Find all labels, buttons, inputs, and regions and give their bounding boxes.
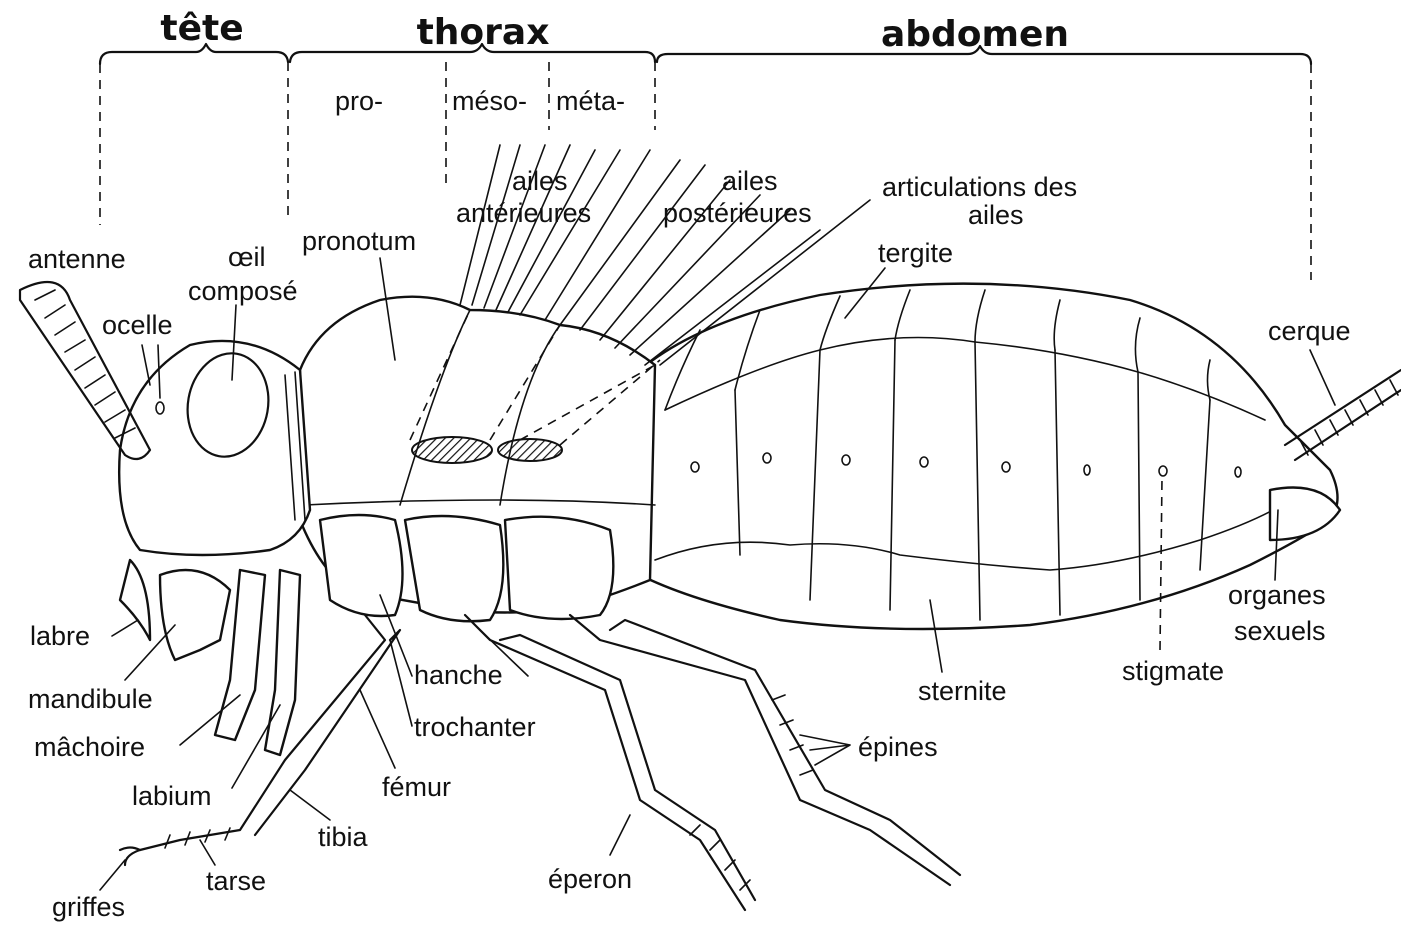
label-eperon: éperon — [548, 864, 632, 894]
coxa-hind — [505, 517, 613, 619]
label-cerque: cerque — [1268, 316, 1351, 346]
label-mandibule: mandibule — [28, 684, 153, 714]
segment-meso-label: méso- — [452, 86, 527, 116]
leader-labre — [112, 620, 138, 636]
label-sternite: sternite — [918, 676, 1007, 706]
label-ailes-ant-2: antérieures — [456, 198, 591, 228]
label-organes-2: sexuels — [1234, 616, 1326, 646]
label-machoire: mâchoire — [34, 732, 145, 762]
label-labre: labre — [30, 621, 90, 651]
leader-trochanter — [390, 640, 412, 726]
label-ailes-ant-1: ailes — [512, 166, 568, 196]
abdomen-outline — [640, 284, 1338, 629]
leader-tarse — [200, 840, 215, 865]
coxa-front — [320, 515, 403, 616]
leader-tibia — [290, 790, 330, 820]
label-griffes: griffes — [52, 892, 125, 922]
label-antenne: antenne — [28, 244, 126, 274]
label-organes-1: organes — [1228, 580, 1326, 610]
leader-eperon — [610, 815, 630, 855]
label-articulations-1: articulations des — [882, 172, 1077, 202]
label-tibia: tibia — [318, 822, 369, 852]
section-head-label: tête — [160, 8, 243, 49]
leader-cerque — [1310, 350, 1335, 405]
label-ailes-post-1: ailes — [722, 166, 778, 196]
label-oeil-line1: œil — [228, 242, 265, 272]
segment-meta-label: méta- — [556, 86, 625, 116]
label-labium: labium — [132, 781, 212, 811]
coxa-mid — [405, 516, 503, 621]
segment-pro-label: pro- — [335, 86, 383, 116]
mandible-shape — [160, 570, 230, 660]
label-femur: fémur — [382, 772, 451, 802]
label-pronotum: pronotum — [302, 226, 416, 256]
label-ailes-post-2: postérieures — [663, 198, 812, 228]
label-articulations-2: ailes — [968, 200, 1024, 230]
leader-femur — [360, 690, 395, 768]
label-tarse: tarse — [206, 866, 266, 896]
label-hanche: hanche — [414, 660, 503, 690]
section-headers: tête thorax abdomen pro- méso- méta- — [100, 8, 1311, 280]
label-oeil-line2: composé — [188, 276, 298, 306]
section-abdomen-label: abdomen — [881, 14, 1069, 55]
label-epines: épines — [858, 732, 938, 762]
label-trochanter: trochanter — [414, 712, 536, 742]
wing-articulation-front — [412, 437, 492, 463]
label-ocelle: ocelle — [102, 310, 173, 340]
labial-palp — [265, 570, 300, 755]
label-tergite: tergite — [878, 238, 953, 268]
leader-griffes — [100, 860, 125, 890]
wing-articulation-hind — [498, 439, 562, 461]
label-stigmate: stigmate — [1122, 656, 1224, 686]
